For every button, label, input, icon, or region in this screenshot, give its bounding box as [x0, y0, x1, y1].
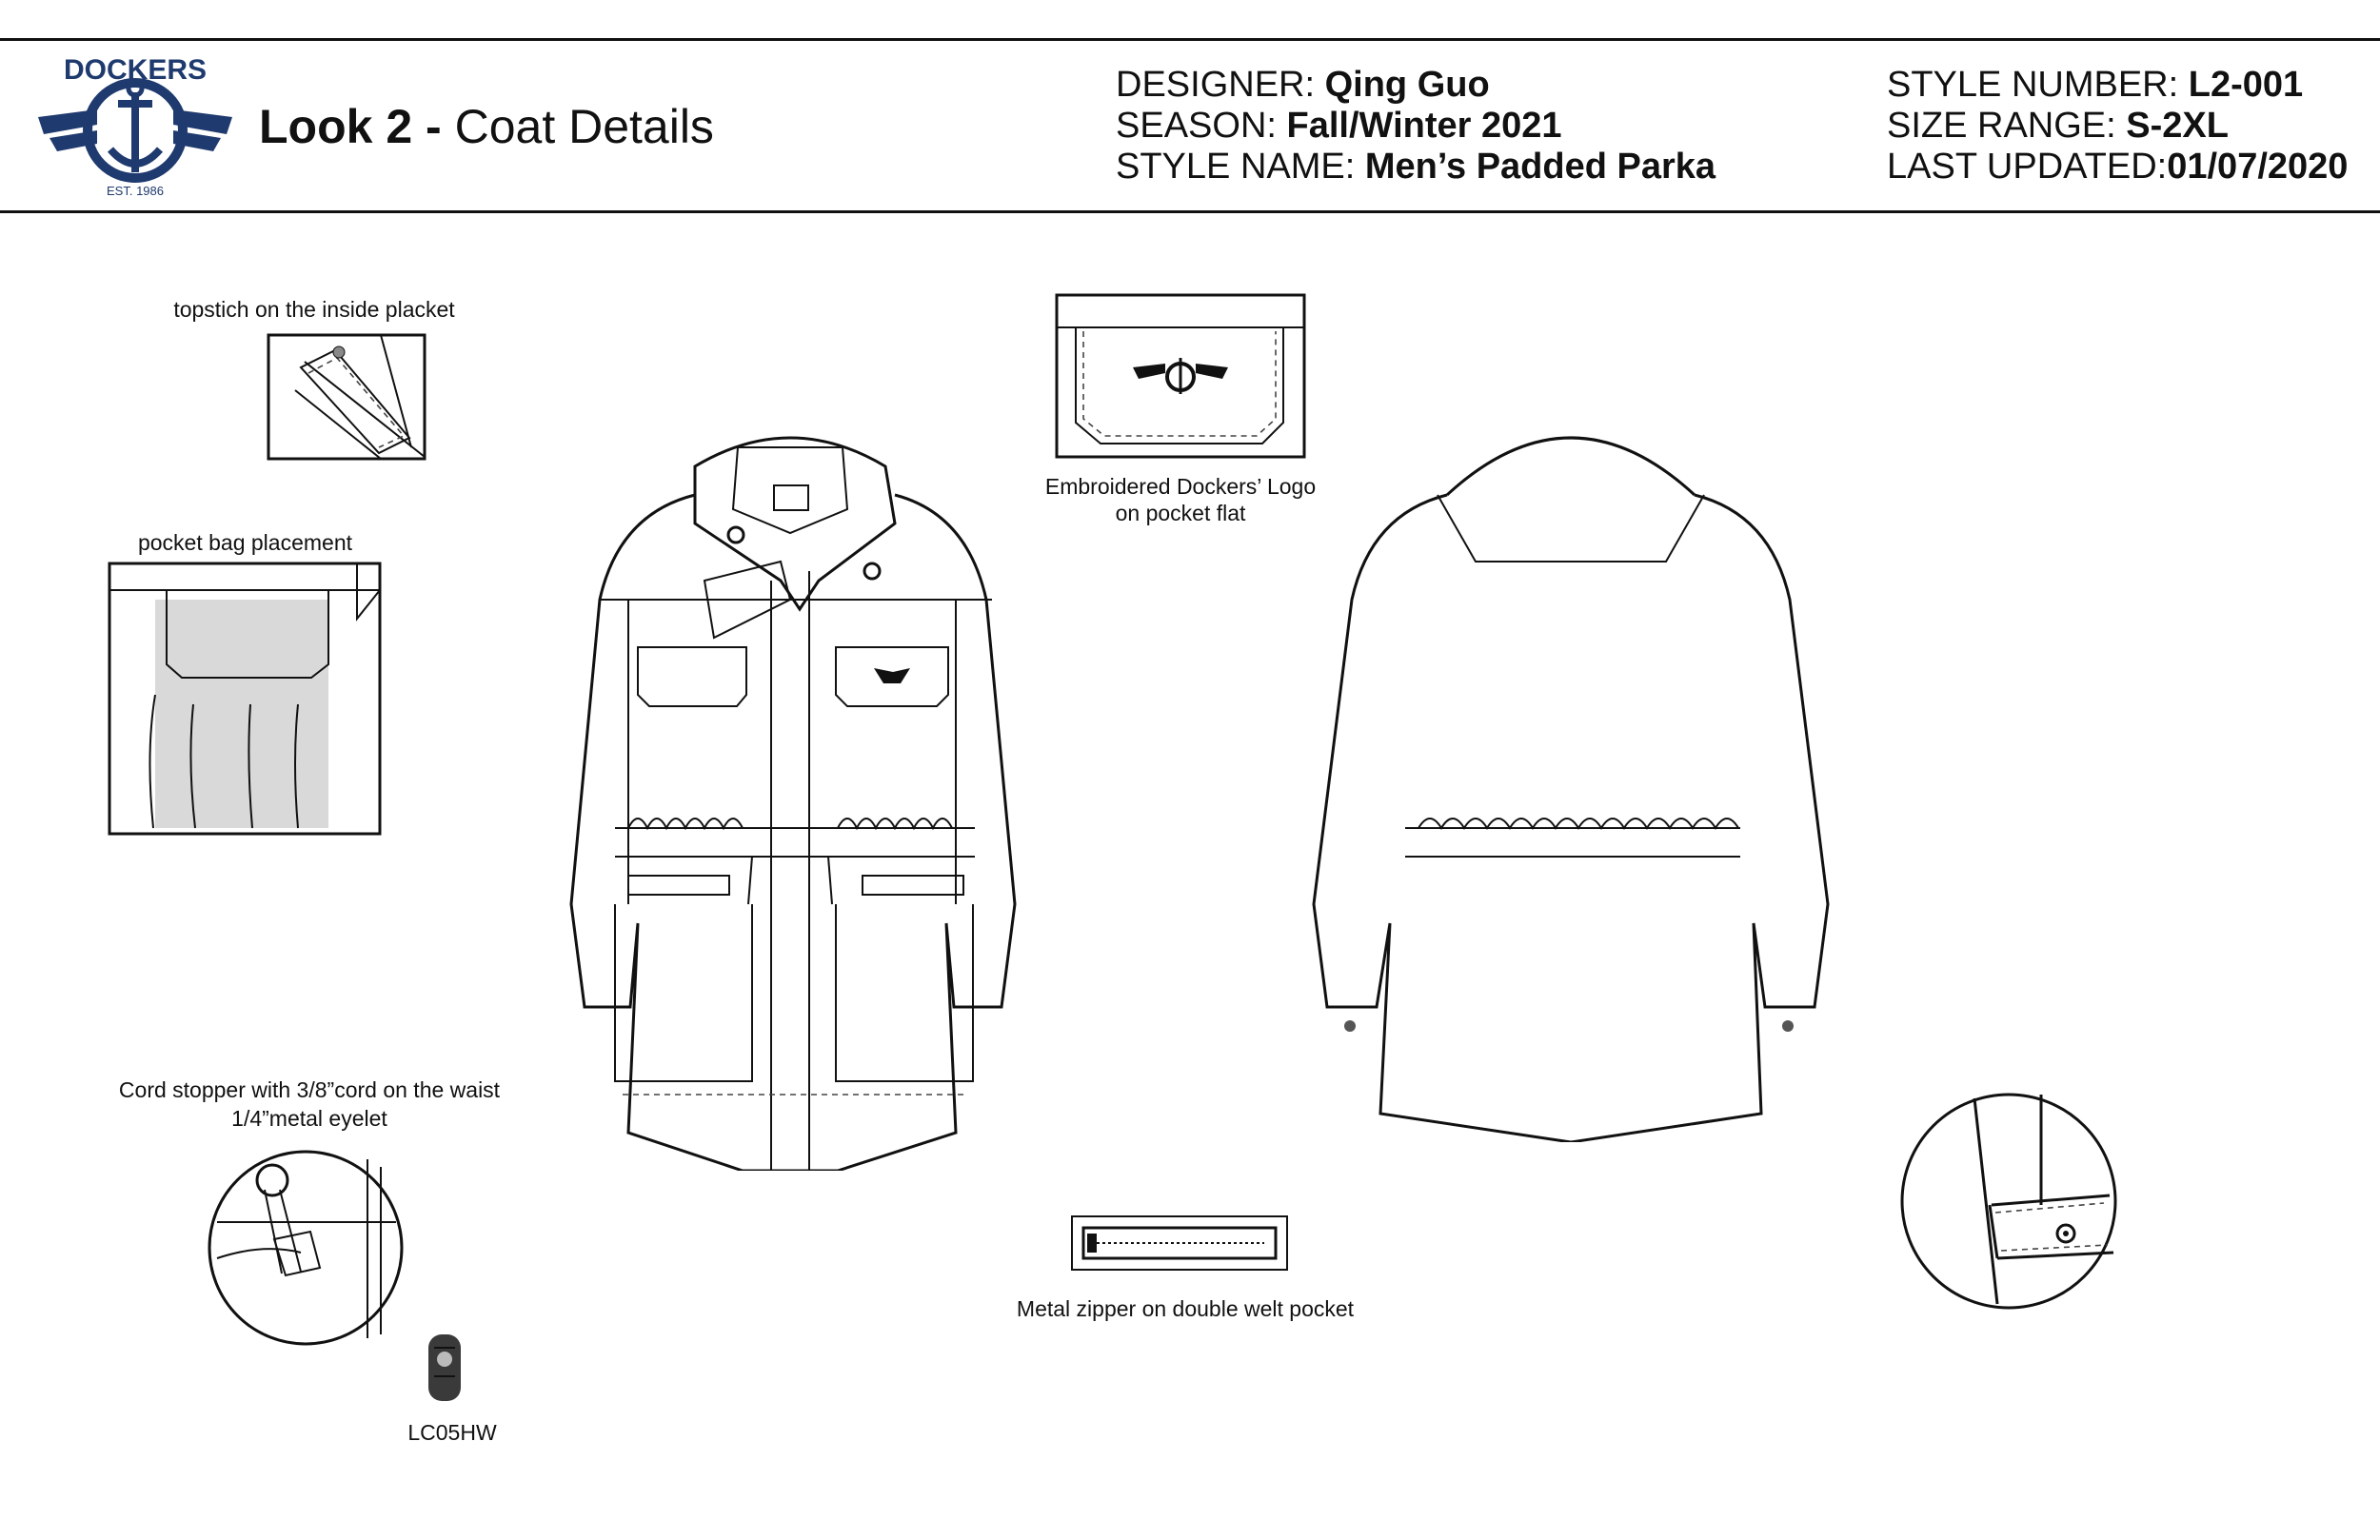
pocket-logo-icon — [1133, 358, 1228, 394]
parka-back-sketch — [1312, 436, 1830, 1142]
cord-caption-1: Cord stopper with 3/8”cord on the waist — [118, 1077, 501, 1102]
topstitch-caption: topstich on the inside placket — [173, 297, 455, 322]
size-range-label: SIZE RANGE: — [1887, 106, 2116, 146]
look-label: Look 2 - — [259, 100, 442, 153]
last-updated-value: 01/07/2020 — [2167, 147, 2349, 187]
style-number-line: STYLE NUMBER: L2-001 — [1887, 64, 2303, 106]
size-range-value: S-2XL — [2126, 106, 2229, 146]
pocket-flat-detail — [1055, 293, 1306, 459]
designer-value: Qing Guo — [1324, 65, 1490, 105]
header-bottom-rule — [0, 210, 2380, 213]
zipper-detail — [1071, 1215, 1288, 1271]
style-number-label: STYLE NUMBER: — [1887, 65, 2179, 105]
season-label: SEASON: — [1116, 106, 1277, 146]
brand-wordmark: DOCKERS — [64, 54, 207, 86]
parka-front-sketch — [569, 436, 1017, 1171]
cord-caption-2: 1/4”metal eyelet — [231, 1106, 387, 1131]
style-name-value: Men’s Padded Parka — [1364, 147, 1716, 187]
cuff-detail — [1900, 1093, 2117, 1310]
style-name-line: STYLE NAME: Men’s Padded Parka — [1116, 146, 1716, 188]
pocket-bag-caption: pocket bag placement — [137, 530, 353, 555]
dockers-logo: DOCKERS EST. 1986 — [38, 54, 232, 198]
look-title: Coat Details — [454, 100, 714, 153]
logo-caption-1: Embroidered Dockers’ Logo — [1044, 474, 1317, 499]
cord-stopper-detail — [208, 1150, 404, 1346]
season-value: Fall/Winter 2021 — [1286, 106, 1562, 146]
page-title: Look 2 - Coat Details — [259, 99, 714, 154]
designer-line: DESIGNER: Qing Guo — [1116, 64, 1490, 106]
style-name-label: STYLE NAME: — [1116, 147, 1356, 187]
last-updated-line: LAST UPDATED:01/07/2020 — [1887, 146, 2348, 188]
pocket-bag-detail — [108, 562, 382, 836]
zipper-caption: Metal zipper on double welt pocket — [1016, 1296, 1355, 1321]
season-line: SEASON: Fall/Winter 2021 — [1116, 105, 1562, 147]
cord-stopper-icon — [428, 1334, 461, 1401]
last-updated-label: LAST UPDATED: — [1887, 147, 2168, 187]
style-number-value: L2-001 — [2188, 65, 2304, 105]
topstitch-detail — [267, 333, 426, 461]
designer-label: DESIGNER: — [1116, 65, 1316, 105]
stopper-code-caption: LC05HW — [407, 1420, 497, 1445]
size-range-line: SIZE RANGE: S-2XL — [1887, 105, 2229, 147]
brand-est: EST. 1986 — [107, 184, 164, 198]
header-top-rule — [0, 38, 2380, 41]
logo-caption-2: on pocket flat — [1115, 501, 1246, 525]
